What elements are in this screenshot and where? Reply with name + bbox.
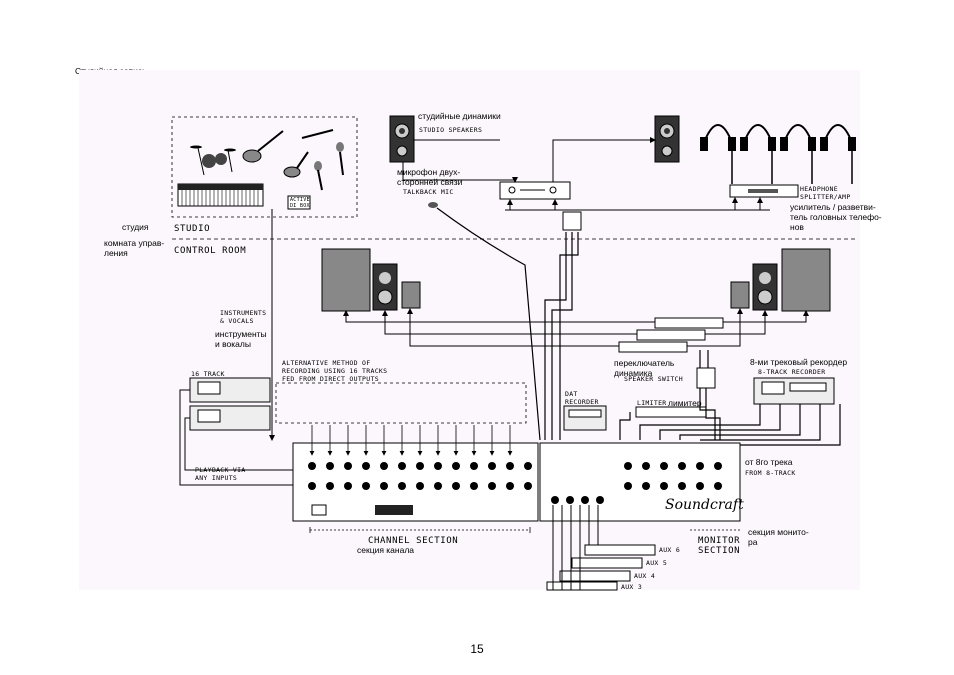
recorder-8track-icon xyxy=(753,377,835,405)
control-room-ru-label: комната управ- ления xyxy=(104,238,165,258)
speaker-switch-ru-label: переключатель динамика xyxy=(614,358,675,378)
alt-method-en-label: ALTERNATIVE METHOD OF RECORDING USING 16… xyxy=(282,359,388,383)
studio-speaker-left-icon xyxy=(389,115,415,163)
acoustic-guitar-icon xyxy=(242,130,284,163)
alt-method-dashed xyxy=(275,382,527,424)
microphone-icon-2 xyxy=(336,142,344,176)
aux4-label: AUX 4 xyxy=(634,572,656,580)
studio-ru-label: студия xyxy=(122,222,149,232)
mixing-console-icon xyxy=(292,442,741,522)
speaker-switch-en-label: SPEAKER SWITCH xyxy=(624,375,683,383)
recorder-16track-icon xyxy=(189,377,271,431)
aux3-label: AUX 3 xyxy=(621,583,643,591)
from-8track-en-label: FROM 8-TRACK xyxy=(745,469,796,477)
dat-label: DAT RECORDER xyxy=(565,390,599,406)
power-amp-2-icon xyxy=(636,329,706,341)
studio-area-box xyxy=(171,116,358,218)
studio-speakers-ru-label: студийные динамики xyxy=(418,111,501,121)
tweeter-right-icon xyxy=(730,281,750,309)
instruments-en-label: INSTRUMENTS & VOCALS xyxy=(220,309,267,325)
channel-section-en-label: CHANNEL SECTION xyxy=(368,536,459,546)
talkback-ru-label: микрофон двух- сторонней связи xyxy=(397,167,463,187)
di-box-label: ACTIVE DI BOX xyxy=(290,197,310,209)
studio-en-label: STUDIO xyxy=(174,224,211,234)
electric-guitar-icon xyxy=(283,151,309,178)
channel-section-ru-label: секция канала xyxy=(357,545,415,555)
soundcraft-logo: Soundcraft xyxy=(665,497,744,513)
control-monitor-left-icon xyxy=(321,248,371,312)
limiter-ru-label: лимитер xyxy=(668,398,702,408)
drum-kit-icon xyxy=(190,145,236,176)
control-room-en-label: CONTROL ROOM xyxy=(174,246,247,256)
track16-label: 16 TRACK xyxy=(191,370,225,378)
talkback-en-label: TALKBACK MIC xyxy=(403,188,454,196)
limiter-en-label: LIMITER xyxy=(637,399,667,407)
page-number: 15 xyxy=(470,642,484,656)
limiter-icon xyxy=(635,406,707,418)
flute-icon xyxy=(301,129,334,139)
headphones-icon xyxy=(700,124,856,151)
control-monitor-right-icon xyxy=(781,248,831,312)
headphone-amp-en-label: HEADPHONE SPLITTER/AMP xyxy=(800,185,851,201)
monitor-section-en-label: MONITOR SECTION xyxy=(698,536,741,556)
nearfield-monitor-right-icon xyxy=(752,263,778,311)
instruments-ru-label: инструменты и вокалы xyxy=(215,329,267,349)
keyboard-icon xyxy=(177,183,264,207)
di-box-icon xyxy=(287,195,311,210)
headphone-amp-ru-label: усилитель / разветви- тель головных теле… xyxy=(790,202,882,232)
power-amp-3-icon xyxy=(618,341,688,353)
nearfield-monitor-left-icon xyxy=(372,263,398,311)
playback-label: PLAYBACK VIA ANY INPUTS xyxy=(195,466,246,482)
studio-speaker-right-icon xyxy=(654,115,680,163)
aux6-label: AUX 6 xyxy=(659,546,681,554)
studio-speakers-en-label: STUDIO SPEAKERS xyxy=(419,126,483,134)
speaker-switch-icon xyxy=(696,367,716,389)
monitor-section-ru-label: секция монито- ра xyxy=(748,527,809,547)
from-8track-ru-label: от 8го трека xyxy=(745,457,793,467)
tweeter-left-icon xyxy=(401,281,421,309)
recorder-8track-en-label: 8-TRACK RECORDER xyxy=(758,368,826,376)
aux5-label: AUX 5 xyxy=(646,559,668,567)
microphone-icon-1 xyxy=(314,161,323,191)
aux-effects-stack xyxy=(546,544,656,591)
recorder-8track-ru-label: 8-ми трековый рекордер xyxy=(750,357,848,367)
power-amp-1-icon xyxy=(654,317,724,329)
talkback-switch-icon xyxy=(562,211,582,231)
talkback-mic-icon xyxy=(428,202,541,441)
